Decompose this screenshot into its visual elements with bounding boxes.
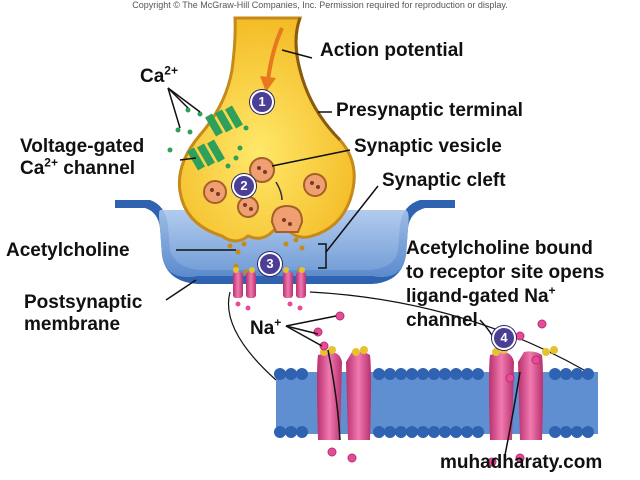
phospholipid-head bbox=[285, 426, 297, 438]
phospholipid-head bbox=[373, 368, 385, 380]
phospholipid-head bbox=[428, 426, 440, 438]
vesicle bbox=[203, 180, 227, 204]
label-ach-bound-line2: to receptor site opens bbox=[406, 262, 605, 283]
step-badge-2: 2 bbox=[232, 174, 256, 198]
voltage-gated-ca-channel-lower bbox=[187, 139, 225, 171]
label-synaptic-vesicle: Synaptic vesicle bbox=[354, 136, 502, 157]
na-ions-small bbox=[235, 301, 303, 311]
phospholipid-head bbox=[384, 368, 396, 380]
phospholipid-head bbox=[582, 368, 594, 380]
step-badge-4: 4 bbox=[492, 326, 516, 350]
label-ach-bound-line4: channel bbox=[406, 310, 478, 331]
phospholipid-head bbox=[373, 426, 385, 438]
receptor-right bbox=[283, 267, 306, 298]
phospholipid-head bbox=[406, 426, 418, 438]
phospholipid-head bbox=[395, 426, 407, 438]
phospholipid-head bbox=[549, 368, 561, 380]
action-potential-arrow bbox=[266, 27, 284, 81]
label-na: Na+ bbox=[250, 315, 282, 339]
phospholipid-head bbox=[296, 368, 308, 380]
synaptic-vesicles bbox=[203, 157, 327, 218]
phospholipid-head bbox=[384, 426, 396, 438]
copyright-notice: Copyright © The McGraw-Hill Companies, I… bbox=[132, 0, 508, 10]
voltage-gated-ca-channel-upper bbox=[205, 105, 243, 137]
axon-outline bbox=[294, 17, 342, 142]
label-pointer-lines bbox=[165, 49, 379, 301]
phospholipid-head bbox=[472, 426, 484, 438]
vesicle bbox=[303, 173, 327, 197]
phospholipid-head bbox=[439, 426, 451, 438]
phospholipid-head bbox=[439, 368, 451, 380]
ligand-gated-channel-right bbox=[489, 346, 558, 440]
label-ach-bound-line3: ligand-gated Na+ bbox=[406, 283, 556, 307]
phospholipid-head bbox=[560, 426, 572, 438]
step-badge-1: 1 bbox=[250, 90, 274, 114]
step-badge-3: 3 bbox=[258, 252, 282, 276]
phospholipid-head bbox=[582, 426, 594, 438]
vesicle bbox=[237, 196, 259, 218]
label-voltage-gated-line1: Voltage-gated bbox=[20, 136, 145, 157]
na-flow-arrows bbox=[327, 349, 521, 456]
phospholipid-head bbox=[560, 368, 572, 380]
vesicle-contents bbox=[210, 166, 320, 226]
phospholipid-head bbox=[285, 368, 297, 380]
phospholipid-head bbox=[450, 426, 462, 438]
phospholipid-head bbox=[549, 426, 561, 438]
label-ca: Ca2+ bbox=[140, 63, 178, 87]
vesicle-arrow bbox=[275, 181, 283, 201]
postsynaptic-trough bbox=[115, 200, 455, 284]
action-potential-arrowhead bbox=[260, 76, 276, 92]
watermark: muhadharaty.com bbox=[440, 452, 603, 473]
phospholipid-head bbox=[571, 426, 583, 438]
cleft-bracket bbox=[318, 243, 327, 269]
label-action-potential: Action potential bbox=[320, 40, 464, 61]
label-postsynaptic-line1: Postsynaptic bbox=[24, 292, 143, 313]
phospholipid-head bbox=[274, 426, 286, 438]
phospholipid-head bbox=[417, 368, 429, 380]
phospholipid-head bbox=[461, 426, 473, 438]
label-voltage-gated-line2: Ca2+ channel bbox=[20, 155, 136, 179]
phospholipid-head bbox=[571, 368, 583, 380]
label-postsynaptic-line2: membrane bbox=[24, 314, 121, 335]
phospholipid-head bbox=[472, 368, 484, 380]
phospholipid-head bbox=[450, 368, 462, 380]
fusing-vesicle bbox=[270, 204, 304, 233]
ca-pointer-lines bbox=[167, 87, 201, 129]
na-ions bbox=[313, 311, 547, 467]
label-presynaptic-terminal: Presynaptic terminal bbox=[336, 100, 523, 121]
phospholipid-head bbox=[461, 368, 473, 380]
phospholipid-head bbox=[395, 368, 407, 380]
label-acetylcholine: Acetylcholine bbox=[6, 240, 130, 261]
phospholipid-head bbox=[296, 426, 308, 438]
ligand-gated-channel-left bbox=[317, 346, 371, 440]
phospholipid-head bbox=[428, 368, 440, 380]
phospholipid-head bbox=[406, 368, 418, 380]
vesicle bbox=[249, 157, 275, 183]
na-pointer-lines bbox=[285, 315, 337, 347]
phospholipid-head bbox=[274, 368, 286, 380]
receptor-left bbox=[233, 267, 256, 298]
phospholipid-head bbox=[417, 426, 429, 438]
label-synaptic-cleft: Synaptic cleft bbox=[382, 170, 506, 191]
ca-ions bbox=[167, 107, 249, 169]
label-ach-bound-line1: Acetylcholine bound bbox=[406, 238, 593, 259]
